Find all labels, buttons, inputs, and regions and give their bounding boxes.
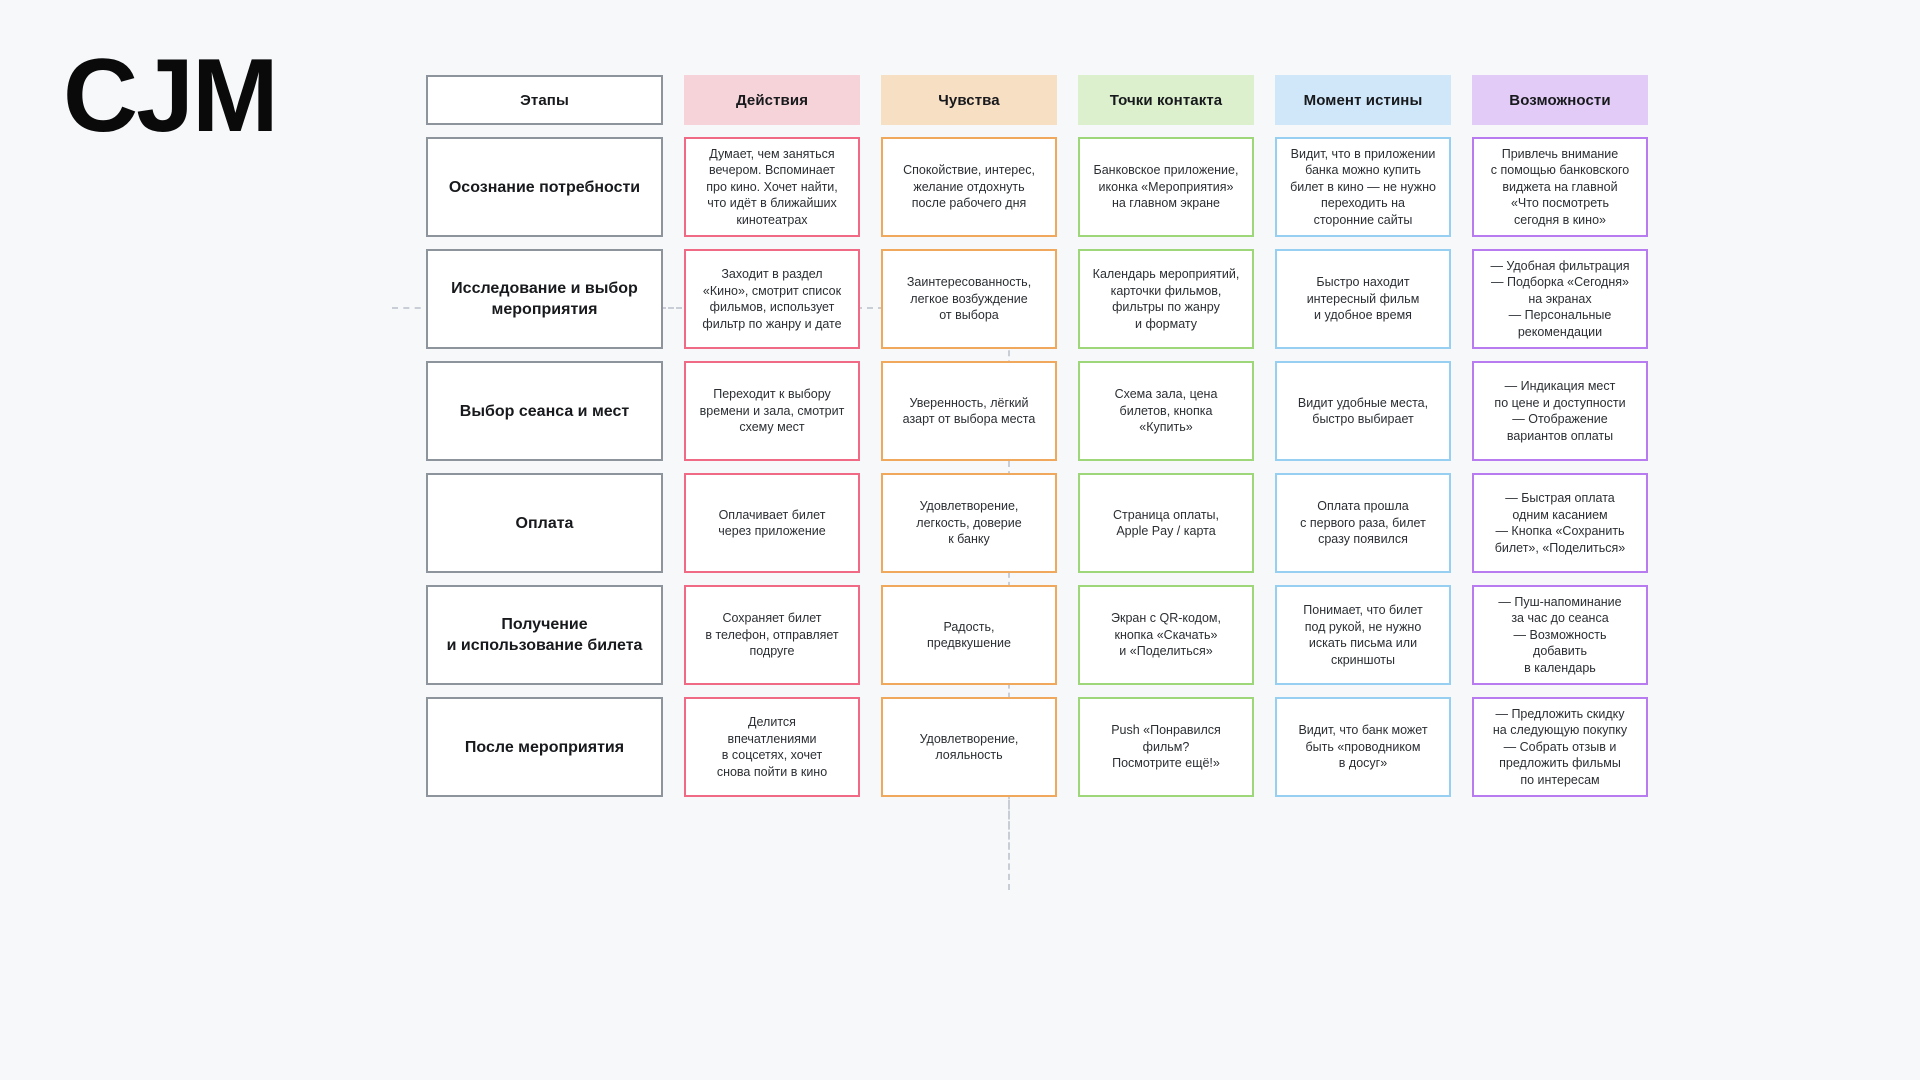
stage-cell[interactable]: Исследование и выбор мероприятия xyxy=(426,249,663,349)
opportunities-cell[interactable]: — Предложить скидку на следующую покупку… xyxy=(1472,697,1648,797)
cell-text: Календарь мероприятий, карточки фильмов,… xyxy=(1092,267,1240,331)
cell-text: — Быстрая оплата одним касанием — Кнопка… xyxy=(1494,491,1626,555)
cell-text: Оплата прошла с первого раза, билет сраз… xyxy=(1300,499,1426,547)
cell-text: Делится впечатлениями в соцсетях, хочет … xyxy=(716,715,828,779)
touchpoints-cell[interactable]: Календарь мероприятий, карточки фильмов,… xyxy=(1078,249,1254,349)
column-header-label: Момент истины xyxy=(1303,91,1423,109)
opportunities-cell[interactable]: — Пуш-напоминание за час до сеанса — Воз… xyxy=(1472,585,1648,685)
cell-text: Уверенность, лёгкий азарт от выбора мест… xyxy=(902,395,1036,427)
dashed-connector-stage-actions xyxy=(660,307,690,309)
cell-text: Заходит в раздел «Кино», смотрит список … xyxy=(702,267,842,331)
cell-text: — Предложить скидку на следующую покупку… xyxy=(1492,706,1628,787)
feelings-cell[interactable]: Уверенность, лёгкий азарт от выбора мест… xyxy=(881,361,1057,461)
moment-of-truth-cell[interactable]: Оплата прошла с первого раза, билет сраз… xyxy=(1275,473,1451,573)
cell-text: Исследование и выбор мероприятия xyxy=(451,280,638,318)
opportunities-cell[interactable]: — Индикация мест по цене и доступности —… xyxy=(1472,361,1648,461)
moment-of-truth-cell[interactable]: Видит, что в приложении банка можно купи… xyxy=(1275,137,1451,237)
moment-of-truth-cell[interactable]: Понимает, что билет под рукой, не нужно … xyxy=(1275,585,1451,685)
touchpoints-cell[interactable]: Экран с QR-кодом, кнопка «Скачать» и «По… xyxy=(1078,585,1254,685)
dashed-connector-vertical-tail xyxy=(1008,800,1010,880)
touchpoints-cell[interactable]: Push «Понравился фильм? Посмотрите ещё!» xyxy=(1078,697,1254,797)
cell-text: — Удобная фильтрация — Подборка «Сегодня… xyxy=(1490,258,1630,339)
actions-cell[interactable]: Переходит к выбору времени и зала, смотр… xyxy=(684,361,860,461)
cell-text: Выбор сеанса и мест xyxy=(459,402,630,420)
cell-text: Страница оплаты, Apple Pay / карта xyxy=(1113,507,1219,539)
cell-text: Понимает, что билет под рукой, не нужно … xyxy=(1303,603,1423,667)
cell-text: Получение и использование билета xyxy=(446,616,643,654)
cell-text: Видит удобные места, быстро выбирает xyxy=(1297,395,1429,427)
page-title: CJM xyxy=(63,38,279,154)
cell-text: Заинтересованность, легкое возбуждение о… xyxy=(906,275,1032,323)
cell-text: Переходит к выбору времени и зала, смотр… xyxy=(699,387,845,435)
column-header-touchpoints[interactable]: Точки контакта xyxy=(1078,75,1254,125)
cell-text: Оплачивает билет через приложение xyxy=(718,507,826,539)
cell-text: Банковское приложение, иконка «Мероприят… xyxy=(1093,163,1239,211)
cell-text: Оплата xyxy=(515,514,574,532)
opportunities-cell[interactable]: Привлечь внимание с помощью банковского … xyxy=(1472,137,1648,237)
cell-text: После мероприятия xyxy=(464,738,625,756)
feelings-cell[interactable]: Удовлетворение, лояльность xyxy=(881,697,1057,797)
actions-cell[interactable]: Сохраняет билет в телефон, отправляет по… xyxy=(684,585,860,685)
column-header-moment-of-truth[interactable]: Момент истины xyxy=(1275,75,1451,125)
touchpoints-cell[interactable]: Схема зала, цена билетов, кнопка «Купить… xyxy=(1078,361,1254,461)
cell-text: Думает, чем заняться вечером. Вспоминает… xyxy=(706,146,838,227)
cell-text: Осознание потребности xyxy=(448,178,641,196)
column-header-label: Чувства xyxy=(938,91,1000,109)
touchpoints-cell[interactable]: Страница оплаты, Apple Pay / карта xyxy=(1078,473,1254,573)
column-header-label: Точки контакта xyxy=(1109,91,1223,109)
stage-cell[interactable]: Осознание потребности xyxy=(426,137,663,237)
cell-text: Видит, что в приложении банка можно купи… xyxy=(1290,146,1436,227)
touchpoints-cell[interactable]: Банковское приложение, иконка «Мероприят… xyxy=(1078,137,1254,237)
column-header-stages[interactable]: Этапы xyxy=(426,75,663,125)
actions-cell[interactable]: Думает, чем заняться вечером. Вспоминает… xyxy=(684,137,860,237)
dashed-connector-actions-feelings xyxy=(856,307,884,309)
dashed-connector-left xyxy=(392,307,432,309)
column-header-label: Действия xyxy=(735,91,809,109)
column-header-actions[interactable]: Действия xyxy=(684,75,860,125)
moment-of-truth-cell[interactable]: Видит, что банк может быть «проводником … xyxy=(1275,697,1451,797)
cell-text: Экран с QR-кодом, кнопка «Скачать» и «По… xyxy=(1111,611,1221,659)
opportunities-cell[interactable]: — Удобная фильтрация — Подборка «Сегодня… xyxy=(1472,249,1648,349)
opportunities-cell[interactable]: — Быстрая оплата одним касанием — Кнопка… xyxy=(1472,473,1648,573)
column-header-label: Этапы xyxy=(520,91,569,109)
cjm-table: Этапы Действия Чувства Точки контакта Мо… xyxy=(426,75,1648,797)
cell-text: Спокойствие, интерес, желание отдохнуть … xyxy=(903,163,1035,211)
column-header-opportunities[interactable]: Возможности xyxy=(1472,75,1648,125)
stage-cell[interactable]: Получение и использование билета xyxy=(426,585,663,685)
feelings-cell[interactable]: Спокойствие, интерес, желание отдохнуть … xyxy=(881,137,1057,237)
feelings-cell[interactable]: Заинтересованность, легкое возбуждение о… xyxy=(881,249,1057,349)
column-header-label: Возможности xyxy=(1509,91,1611,109)
cell-text: Радость, предвкушение xyxy=(926,619,1011,651)
stage-cell[interactable]: После мероприятия xyxy=(426,697,663,797)
actions-cell[interactable]: Делится впечатлениями в соцсетях, хочет … xyxy=(684,697,860,797)
feelings-cell[interactable]: Радость, предвкушение xyxy=(881,585,1057,685)
moment-of-truth-cell[interactable]: Быстро находит интересный фильм и удобно… xyxy=(1275,249,1451,349)
cell-text: — Пуш-напоминание за час до сеанса — Воз… xyxy=(1498,594,1622,675)
cell-text: Видит, что банк может быть «проводником … xyxy=(1298,723,1428,771)
stage-cell[interactable]: Выбор сеанса и мест xyxy=(426,361,663,461)
cell-text: Быстро находит интересный фильм и удобно… xyxy=(1306,275,1420,323)
actions-cell[interactable]: Заходит в раздел «Кино», смотрит список … xyxy=(684,249,860,349)
cell-text: Удовлетворение, лояльность xyxy=(919,731,1019,763)
cell-text: — Индикация мест по цене и доступности —… xyxy=(1494,379,1626,443)
feelings-cell[interactable]: Удовлетворение, легкость, доверие к банк… xyxy=(881,473,1057,573)
cell-text: Схема зала, цена билетов, кнопка «Купить… xyxy=(1114,387,1218,435)
cell-text: Привлечь внимание с помощью банковского … xyxy=(1490,146,1630,227)
column-header-feelings[interactable]: Чувства xyxy=(881,75,1057,125)
stage-cell[interactable]: Оплата xyxy=(426,473,663,573)
cell-text: Удовлетворение, легкость, доверие к банк… xyxy=(916,499,1022,547)
cell-text: Сохраняет билет в телефон, отправляет по… xyxy=(705,611,839,659)
cell-text: Push «Понравился фильм? Посмотрите ещё!» xyxy=(1111,723,1221,771)
moment-of-truth-cell[interactable]: Видит удобные места, быстро выбирает xyxy=(1275,361,1451,461)
actions-cell[interactable]: Оплачивает билет через приложение xyxy=(684,473,860,573)
